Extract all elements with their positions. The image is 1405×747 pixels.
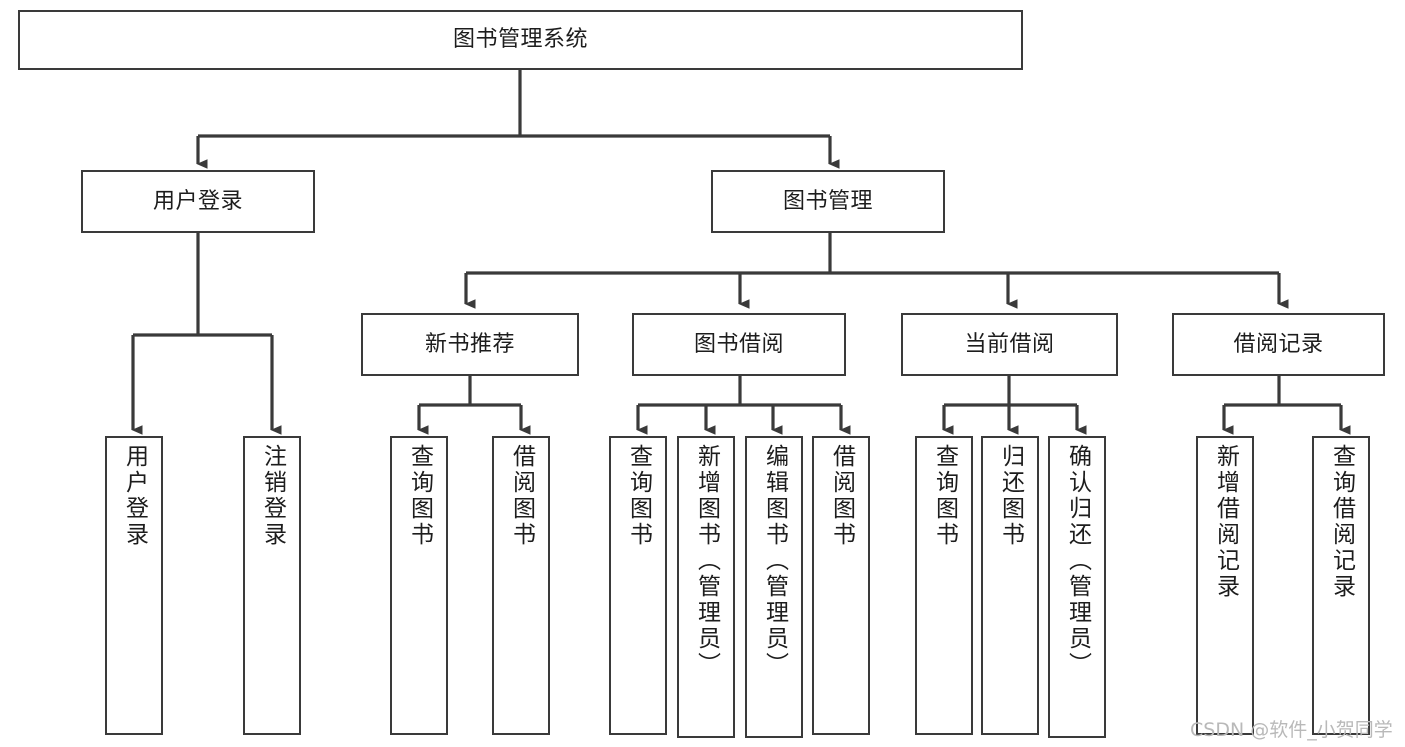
node-leaf-add-book[interactable]: 新增图书（管理员）: [677, 436, 735, 738]
node-book-borrow-label: 图书借阅: [693, 331, 784, 357]
node-leaf-query-book-2-label: 查询图书: [625, 444, 652, 548]
node-leaf-edit-book[interactable]: 编辑图书（管理员）: [745, 436, 803, 738]
node-leaf-borrow-book-2-label: 借阅图书: [828, 444, 855, 548]
node-leaf-edit-book-label: 编辑图书（管理员）: [761, 444, 788, 678]
node-user-login-label: 用户登录: [152, 188, 243, 214]
node-book-borrow[interactable]: 图书借阅: [632, 313, 846, 376]
node-leaf-query-book-1[interactable]: 查询图书: [390, 436, 448, 735]
node-book-manage[interactable]: 图书管理: [711, 170, 945, 233]
node-borrow-record[interactable]: 借阅记录: [1172, 313, 1385, 376]
node-leaf-confirm-return-label: 确认归还（管理员）: [1064, 444, 1091, 678]
node-leaf-add-book-label: 新增图书（管理员）: [693, 444, 720, 678]
node-leaf-query-book-2[interactable]: 查询图书: [609, 436, 667, 735]
node-leaf-return-book-label: 归还图书: [997, 444, 1024, 548]
node-current-borrow-label: 当前借阅: [964, 331, 1055, 357]
node-leaf-logout-label: 注销登录: [259, 444, 286, 548]
watermark-text: CSDN @软件_小贺同学: [1190, 719, 1393, 741]
node-leaf-add-record[interactable]: 新增借阅记录: [1196, 436, 1254, 735]
node-book-manage-label: 图书管理: [782, 188, 873, 214]
node-leaf-query-book-3[interactable]: 查询图书: [915, 436, 973, 735]
node-leaf-query-book-1-label: 查询图书: [406, 444, 433, 548]
node-root[interactable]: 图书管理系统: [18, 10, 1023, 70]
node-leaf-query-book-3-label: 查询图书: [931, 444, 958, 548]
node-leaf-return-book[interactable]: 归还图书: [981, 436, 1039, 735]
node-leaf-query-record-label: 查询借阅记录: [1328, 444, 1355, 600]
node-leaf-add-record-label: 新增借阅记录: [1212, 444, 1239, 600]
node-leaf-borrow-book-2[interactable]: 借阅图书: [812, 436, 870, 735]
node-leaf-logout[interactable]: 注销登录: [243, 436, 301, 735]
node-root-label: 图书管理系统: [452, 27, 588, 53]
node-user-login[interactable]: 用户登录: [81, 170, 315, 233]
node-leaf-user-login[interactable]: 用户登录: [105, 436, 163, 735]
node-leaf-borrow-book-1-label: 借阅图书: [508, 444, 535, 548]
node-borrow-record-label: 借阅记录: [1233, 331, 1324, 357]
node-leaf-confirm-return[interactable]: 确认归还（管理员）: [1048, 436, 1106, 738]
node-new-book-recommend-label: 新书推荐: [424, 331, 515, 357]
node-new-book-recommend[interactable]: 新书推荐: [361, 313, 579, 376]
node-leaf-query-record[interactable]: 查询借阅记录: [1312, 436, 1370, 735]
node-leaf-borrow-book-1[interactable]: 借阅图书: [492, 436, 550, 735]
node-current-borrow[interactable]: 当前借阅: [901, 313, 1118, 376]
node-leaf-user-login-label: 用户登录: [121, 444, 148, 548]
